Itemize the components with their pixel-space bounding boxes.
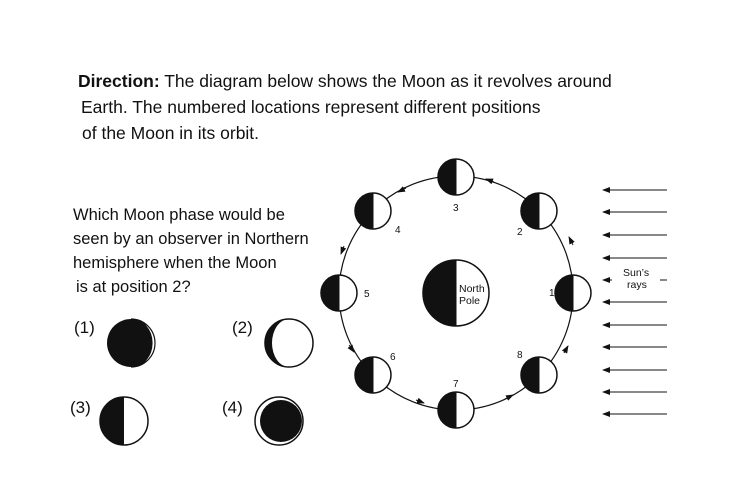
position-number-1: 1 — [549, 288, 555, 299]
earth: North Pole — [422, 259, 490, 327]
moon-dark-half — [355, 357, 373, 393]
orbit-arrow — [347, 344, 355, 353]
question-line-1: Which Moon phase would be — [73, 206, 285, 224]
moon-dark-half — [521, 193, 539, 229]
option-1[interactable]: (1) — [74, 318, 156, 368]
position-number-2: 2 — [517, 227, 523, 238]
sun-rays-label-2: rays — [627, 279, 647, 291]
moon-position-6: 6 — [354, 352, 396, 394]
north-pole-label-2: Pole — [459, 295, 480, 307]
option-4-dark-face — [260, 400, 302, 442]
option-4[interactable]: (4) — [222, 396, 304, 446]
orbit-arrow — [485, 178, 495, 185]
question-text: Which Moon phase would be seen by an obs… — [73, 203, 343, 299]
moon-dark-half — [438, 159, 456, 195]
sun-rays-label-1: Sun’s — [623, 267, 649, 279]
option-3[interactable]: (3) — [70, 396, 149, 446]
position-number-7: 7 — [453, 379, 459, 390]
orbit-arrow — [504, 394, 514, 401]
orbit-arrow — [568, 236, 575, 246]
orbit-arrow — [340, 245, 347, 255]
option-2-label: (2) — [232, 318, 253, 337]
orbit-arrow — [561, 345, 569, 354]
position-number-3: 3 — [453, 203, 459, 214]
earth-night-side — [423, 260, 456, 326]
position-number-6: 6 — [390, 352, 396, 363]
position-number-4: 4 — [395, 225, 401, 236]
sun-rays: Sun’s rays — [602, 187, 667, 417]
moon-position-5: 5 — [320, 274, 370, 312]
option-1-moon-waning-crescent — [107, 319, 155, 367]
orbit-arrow — [415, 397, 425, 404]
moon-dark-half — [321, 275, 339, 311]
direction-line-1-text: The diagram below shows the Moon as it r… — [159, 71, 612, 91]
option-1-label: (1) — [74, 318, 95, 337]
direction-text: Direction: The diagram below shows the M… — [78, 68, 698, 146]
orbit-arrow — [397, 186, 407, 193]
moon-position-2: 2 — [517, 192, 558, 238]
moon-dark-half — [438, 392, 456, 428]
question-line-4: is at position 2? — [76, 278, 191, 296]
direction-line-1: Direction: The diagram below shows the M… — [78, 68, 698, 94]
moon-dark-half — [521, 357, 539, 393]
north-pole-label-1: North — [459, 283, 485, 295]
orbit-arrows — [340, 178, 575, 404]
position-number-8: 8 — [517, 350, 523, 361]
direction-line-2: Earth. The numbered locations represent … — [81, 97, 541, 117]
option-2-dark-sliver — [265, 319, 289, 367]
sun-label-bg — [612, 264, 660, 292]
position-number-5: 5 — [364, 289, 370, 300]
option-3-dark-half — [100, 397, 124, 445]
moon-dark-half — [355, 193, 373, 229]
option-2[interactable]: (2) — [232, 318, 314, 368]
option-4-label: (4) — [222, 398, 243, 417]
question-line-2: seen by an observer in Northern — [73, 230, 309, 248]
moon-position-8: 8 — [517, 350, 558, 394]
moon-position-7: 7 — [437, 379, 475, 429]
moon-dark-half — [555, 275, 573, 311]
direction-line-3: of the Moon in its orbit. — [82, 123, 260, 143]
question-line-3: hemisphere when the Moon — [73, 254, 277, 272]
option-3-label: (3) — [70, 398, 91, 417]
moon-position-4: 4 — [354, 192, 401, 236]
direction-prefix: Direction: — [78, 71, 160, 91]
option-1-lit-sliver — [130, 318, 156, 368]
moon-position-1: 1 — [549, 274, 592, 312]
moon-position-3: 3 — [437, 158, 475, 214]
